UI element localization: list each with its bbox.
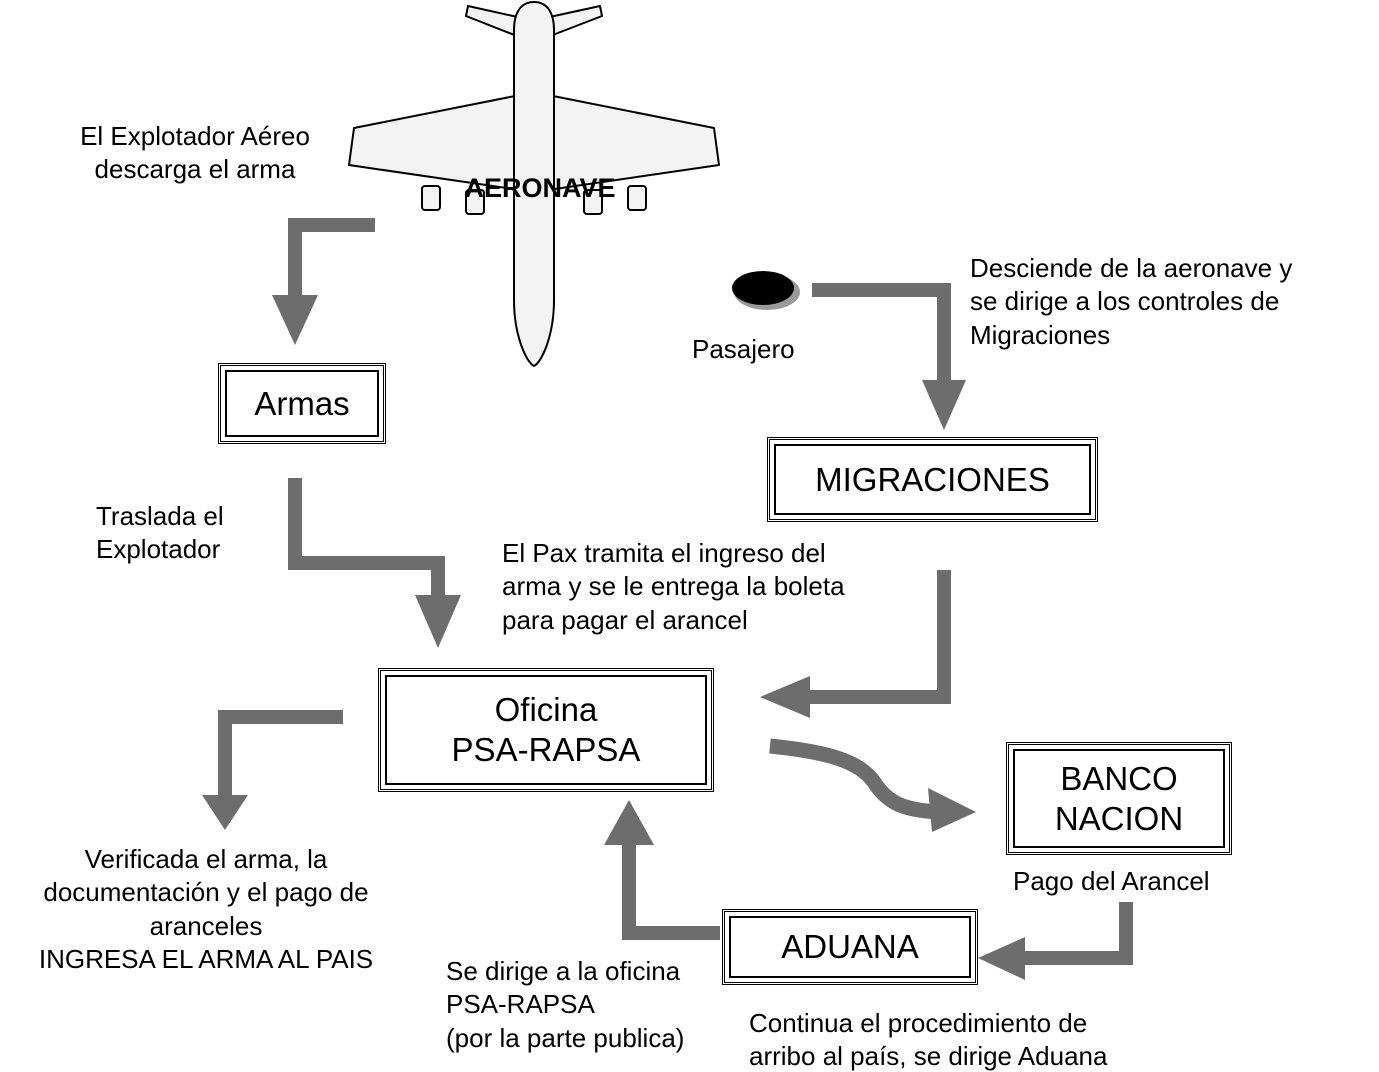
- pax-caption: El Pax tramita el ingreso del arma y se …: [502, 538, 845, 635]
- armas-label: Armas: [254, 384, 350, 422]
- aduana-label: ADUANA: [781, 928, 919, 966]
- banco-label-line2: NACION: [1054, 799, 1184, 837]
- banco-nacion-box: BANCO NACION: [1006, 742, 1232, 855]
- arrow-aircraft-to-armas: [272, 218, 375, 345]
- aduana-box: ADUANA: [722, 909, 978, 985]
- armas-box: Armas: [218, 363, 386, 444]
- banco-label-line1: BANCO: [1060, 759, 1178, 797]
- explotador-caption: El Explotador Aéreo descarga el arma: [80, 121, 310, 185]
- arrow-oficina-to-banco: [769, 738, 976, 832]
- oficina-label-line2: PSA-RAPSA: [451, 731, 641, 768]
- arrow-pasajero-to-migraciones: [812, 283, 966, 430]
- passenger-icon: [732, 271, 794, 305]
- sedirige-caption: Se dirige a la oficina PSA-RAPSA (por la…: [446, 956, 685, 1053]
- pago-caption: Pago del Arancel: [1013, 866, 1210, 896]
- desciende-caption: Desciende de la aeronave y se dirige a l…: [970, 253, 1293, 350]
- verificada-caption: Verificada el arma, la documentación y e…: [38, 844, 374, 974]
- airplane-icon: [348, 1, 720, 367]
- arrow-armas-to-oficina: [288, 478, 461, 648]
- oficina-label-line1: Oficina: [494, 691, 598, 729]
- migraciones-box: MIGRACIONES: [767, 437, 1098, 522]
- arrow-migraciones-to-oficina: [760, 570, 951, 718]
- traslada-caption: Traslada el Explotador: [96, 501, 224, 565]
- arrow-aduana-to-oficina: [604, 800, 720, 940]
- oficina-box: Oficina PSA-RAPSA: [378, 668, 714, 792]
- arrow-banco-to-aduana: [978, 902, 1133, 980]
- aircraft-label: AERONAVE: [464, 173, 615, 203]
- migraciones-label: MIGRACIONES: [815, 460, 1050, 498]
- continua-caption: Continua el procedimiento de arribo al p…: [749, 1008, 1108, 1072]
- passenger-label: Pasajero: [692, 334, 795, 364]
- arrow-oficina-to-exit: [202, 710, 343, 830]
